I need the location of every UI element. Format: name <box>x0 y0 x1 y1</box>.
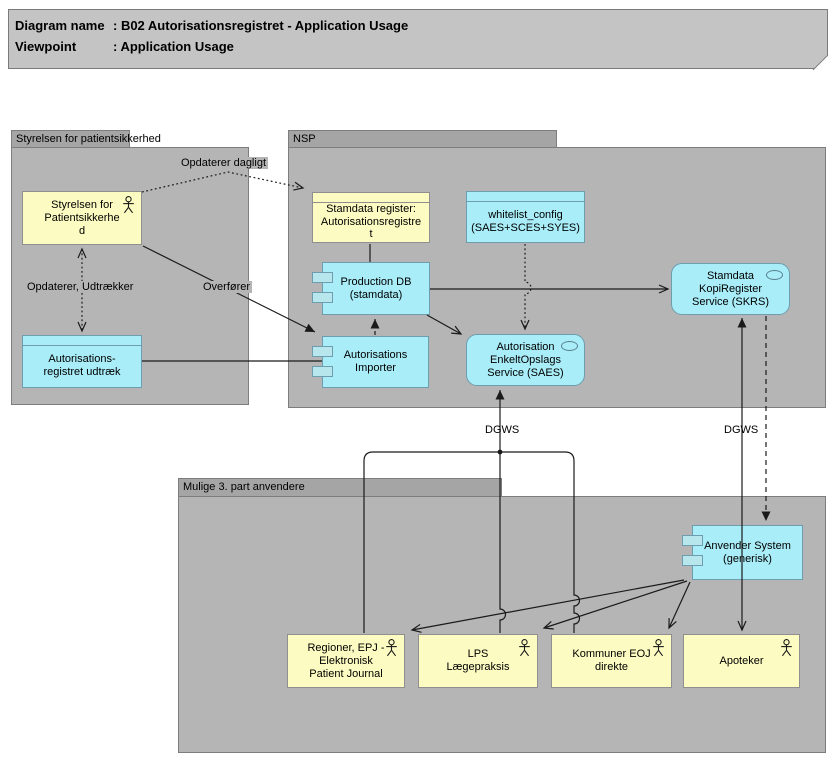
node-label: Apoteker <box>719 654 764 667</box>
actor-icon <box>780 639 793 657</box>
node-lps-laegepraksis[interactable]: LPS Lægepraksis <box>418 634 538 688</box>
node-styrelsen-for-patientsikkerhed[interactable]: Styrelsen for Patientsikkerhe d <box>22 191 142 245</box>
service-icon <box>766 270 783 280</box>
edge-label-opdaterer-dagligt: Opdaterer dagligt <box>179 157 268 169</box>
node-skrs-service[interactable]: Stamdata KopiRegister Service (SKRS) <box>671 263 790 315</box>
group-styrelsen-tab[interactable]: Styrelsen for patientsikkerhed <box>11 130 161 148</box>
node-autorisationsregistret-udtraek[interactable]: Autorisations- registret udtræk <box>22 335 142 388</box>
node-label: Autorisation EnkeltOpslags Service (SAES… <box>487 340 564 379</box>
node-stamdata-register[interactable]: Stamdata register: Autorisationsregistre… <box>312 192 430 243</box>
component-icon <box>312 272 333 283</box>
edge-label-opdaterer-udtraekker: Opdaterer, Udtrækker <box>25 281 136 293</box>
node-label: whitelist_config (SAES+SCES+SYES) <box>471 208 580 234</box>
node-label: Autorisations Importer <box>343 349 408 374</box>
viewpoint-label: Viewpoint <box>15 39 77 54</box>
data-object-band <box>313 193 429 203</box>
data-object-band <box>23 336 141 346</box>
diagram-name-label: Diagram name <box>15 18 105 33</box>
node-label: Regioner, EPJ - Elektronisk Patient Jour… <box>307 641 385 680</box>
component-icon <box>682 555 703 566</box>
edge-label-dgws-saes: DGWS <box>485 424 520 436</box>
node-label: Autorisations- registret udtræk <box>43 353 121 378</box>
edge-junction-dot <box>497 449 503 455</box>
node-autorisations-importer[interactable]: Autorisations Importer <box>312 336 429 388</box>
node-label: Stamdata KopiRegister Service (SKRS) <box>691 269 770 308</box>
edge-label-dgws-skrs: DGWS <box>724 424 759 436</box>
node-label: Production DB (stamdata) <box>340 275 412 301</box>
node-regioner-epj[interactable]: Regioner, EPJ - Elektronisk Patient Jour… <box>287 634 405 688</box>
edge-label-overfoerer: Overfører <box>201 281 253 293</box>
diagram-name-value: : B02 Autorisationsregistret - Applicati… <box>113 18 409 33</box>
component-icon <box>312 346 333 357</box>
service-icon <box>561 341 578 351</box>
node-label: Kommuner EOJ direkte <box>572 648 651 673</box>
node-kommuner-eoj[interactable]: Kommuner EOJ direkte <box>551 634 672 688</box>
node-label: Anvender System (generisk) <box>704 539 791 565</box>
title-note[interactable]: Diagram name : B02 Autorisationsregistret… <box>8 9 829 71</box>
title-note-text: Diagram name : B02 Autorisationsregistret… <box>15 15 408 57</box>
actor-icon <box>652 639 665 657</box>
node-whitelist-config[interactable]: whitelist_config (SAES+SCES+SYES) <box>466 191 585 243</box>
node-label: Styrelsen for Patientsikkerhe d <box>44 198 120 237</box>
component-icon <box>682 535 703 546</box>
actor-icon <box>385 639 398 657</box>
node-saes-service[interactable]: Autorisation EnkeltOpslags Service (SAES… <box>466 334 585 386</box>
node-label: LPS Lægepraksis <box>446 648 510 673</box>
component-icon <box>312 292 333 303</box>
node-label: Stamdata register: Autorisationsregistre… <box>320 203 422 241</box>
group-nsp-tab[interactable]: NSP <box>288 130 557 148</box>
node-apoteker[interactable]: Apoteker <box>683 634 800 688</box>
node-anvender-system[interactable]: Anvender System (generisk) <box>682 525 803 580</box>
group-mulige-tab[interactable]: Mulige 3. part anvendere <box>178 478 502 497</box>
data-object-band <box>467 192 584 202</box>
actor-icon <box>518 639 531 657</box>
viewpoint-value: : Application Usage <box>113 39 234 54</box>
node-production-db[interactable]: Production DB (stamdata) <box>312 262 430 315</box>
component-icon <box>312 366 333 377</box>
actor-icon <box>122 196 135 214</box>
